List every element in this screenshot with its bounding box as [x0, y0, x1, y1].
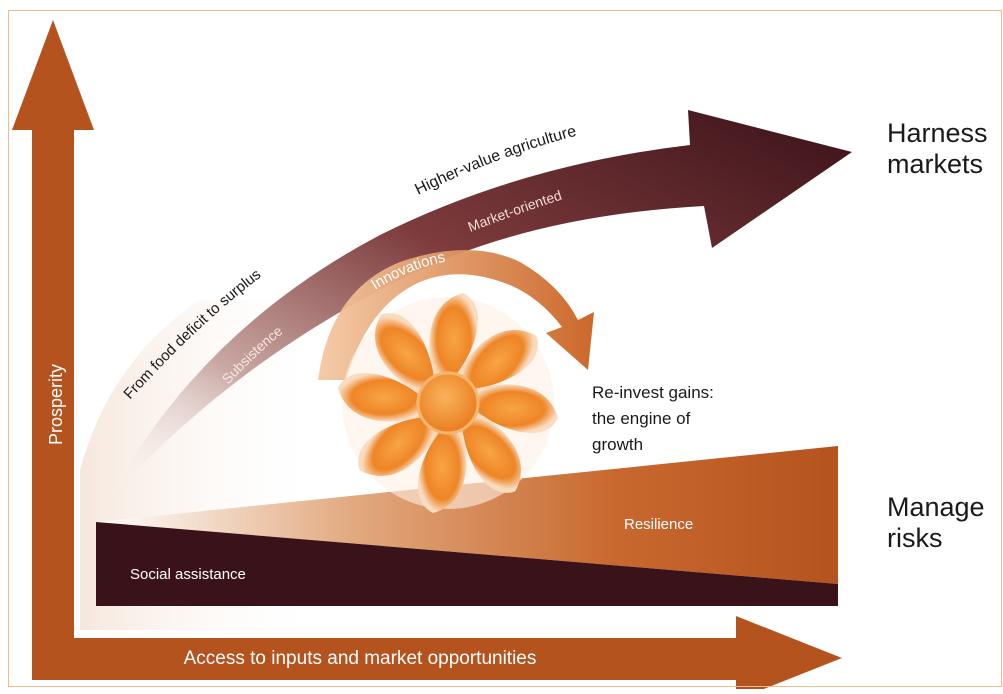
resilience-wedge	[96, 446, 838, 584]
engine-caption-line2: the engine of	[592, 409, 691, 428]
market-progression-arrow	[108, 110, 852, 500]
innovations-arrow	[318, 250, 594, 380]
prosperity-axis-label: Prosperity	[46, 364, 66, 445]
engine-caption-line3: growth	[592, 435, 643, 454]
social-assistance-label: Social assistance	[130, 566, 246, 583]
harness-markets-label: Harness markets	[887, 118, 988, 179]
resilience-label: Resilience	[624, 516, 693, 533]
access-axis-label: Access to inputs and market opportunitie…	[184, 648, 537, 669]
growth-engine-fan-icon	[338, 293, 558, 513]
manage-risks-label: Manage risks	[887, 492, 985, 553]
social-assistance-wedge	[96, 522, 838, 606]
access-axis-arrow	[32, 616, 842, 694]
prosperity-axis-arrow	[12, 20, 94, 680]
engine-caption-line1: Re-invest gains:	[592, 383, 714, 402]
